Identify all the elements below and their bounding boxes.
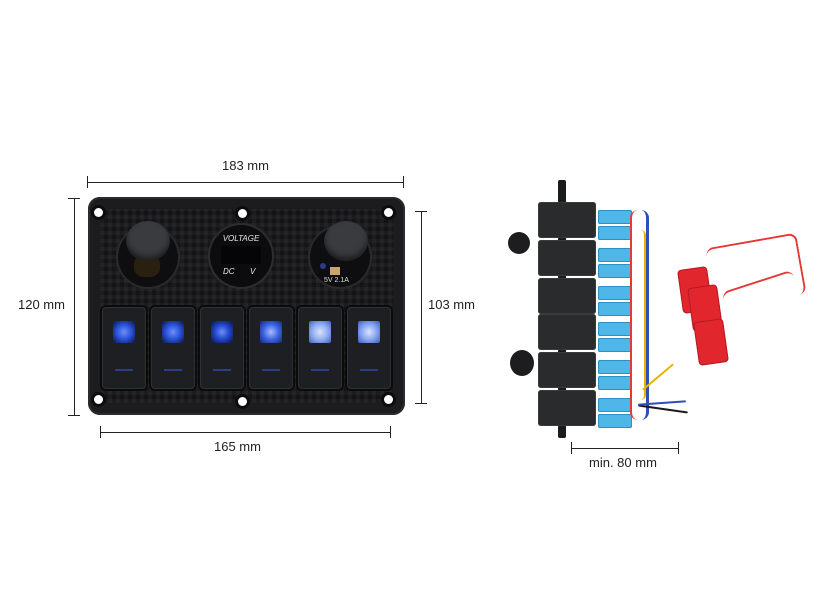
bottom-width-line <box>100 432 391 433</box>
tick <box>571 442 572 454</box>
wire-bundle <box>630 210 649 420</box>
top-width-line <box>87 182 404 183</box>
tick <box>68 198 80 199</box>
spade-terminal <box>598 414 632 428</box>
depth-label: min. 80 mm <box>589 455 657 470</box>
switch-body <box>538 202 596 238</box>
mount-hole <box>384 208 393 217</box>
left-height-line <box>74 198 75 415</box>
rocker-label-bar <box>164 369 182 371</box>
spade-terminal <box>598 322 632 336</box>
usb-cap-icon <box>324 221 368 261</box>
rocker-label-bar <box>213 369 231 371</box>
switch-body <box>538 240 596 276</box>
switch-body <box>538 390 596 426</box>
usb-charger: 5V 2.1A <box>310 221 370 287</box>
usb-port-icon <box>330 267 340 275</box>
spade-terminal <box>598 338 632 352</box>
switch-body <box>538 278 596 314</box>
spade-terminal <box>598 248 632 262</box>
rocker-label-bar <box>311 369 329 371</box>
voltmeter-title: VOLTAGE <box>222 234 260 243</box>
socket-cap-side-icon <box>508 232 530 254</box>
switch-panel-front: VOLTAGE DC V 5V 2.1A <box>88 197 405 415</box>
mount-hole <box>94 208 103 217</box>
depth-line <box>571 448 678 449</box>
mount-hole <box>238 397 247 406</box>
tick <box>87 176 88 188</box>
spade-terminal <box>598 210 632 224</box>
cigarette-socket <box>118 221 178 287</box>
usb-led-icon <box>320 263 326 269</box>
tick <box>403 176 404 188</box>
spade-terminal <box>598 398 632 412</box>
socket-opening <box>134 255 160 277</box>
right-height-label: 103 mm <box>428 297 475 312</box>
rocker-switch-6[interactable] <box>347 307 391 389</box>
tick <box>678 442 679 454</box>
right-height-line <box>421 211 422 403</box>
led-indicator-icon <box>260 321 282 343</box>
spade-terminal <box>598 226 632 240</box>
voltmeter-display <box>221 246 261 264</box>
tick <box>390 426 391 438</box>
mount-hole <box>94 395 103 404</box>
tick <box>100 426 101 438</box>
led-indicator-icon <box>309 321 331 343</box>
rocker-switch-5[interactable] <box>298 307 342 389</box>
rocker-label-bar <box>262 369 280 371</box>
switch-body <box>538 314 596 350</box>
spade-terminal <box>598 360 632 374</box>
rocker-label-bar <box>360 369 378 371</box>
switch-body <box>538 352 596 388</box>
rocker-switch-3[interactable] <box>200 307 244 389</box>
led-indicator-icon <box>211 321 233 343</box>
rocker-switch-1[interactable] <box>102 307 146 389</box>
spade-terminal <box>598 264 632 278</box>
rocker-switch-2[interactable] <box>151 307 195 389</box>
usb-rating-label: 5V 2.1A <box>324 277 349 284</box>
inline-fuse-holder <box>693 318 729 366</box>
voltmeter-dc-label: DC <box>223 267 235 276</box>
led-indicator-icon <box>113 321 135 343</box>
bottom-width-label: 165 mm <box>214 439 261 454</box>
spade-terminal <box>598 302 632 316</box>
spade-terminal <box>598 376 632 390</box>
tick <box>415 211 427 212</box>
led-indicator-icon <box>162 321 184 343</box>
switch-panel-side-view <box>508 180 807 440</box>
top-width-label: 183 mm <box>222 158 269 173</box>
voltmeter: VOLTAGE DC V <box>210 225 272 287</box>
rocker-switch-4[interactable] <box>249 307 293 389</box>
usb-cap-side-icon <box>510 350 534 376</box>
wire-bundle <box>636 230 646 400</box>
tick <box>415 403 427 404</box>
tick <box>68 415 80 416</box>
led-indicator-icon <box>358 321 380 343</box>
left-height-label: 120 mm <box>18 297 65 312</box>
mount-hole <box>238 209 247 218</box>
mount-hole <box>384 395 393 404</box>
voltmeter-v-label: V <box>250 267 256 276</box>
spade-terminal <box>598 286 632 300</box>
rocker-label-bar <box>115 369 133 371</box>
socket-cap-icon <box>126 221 170 261</box>
